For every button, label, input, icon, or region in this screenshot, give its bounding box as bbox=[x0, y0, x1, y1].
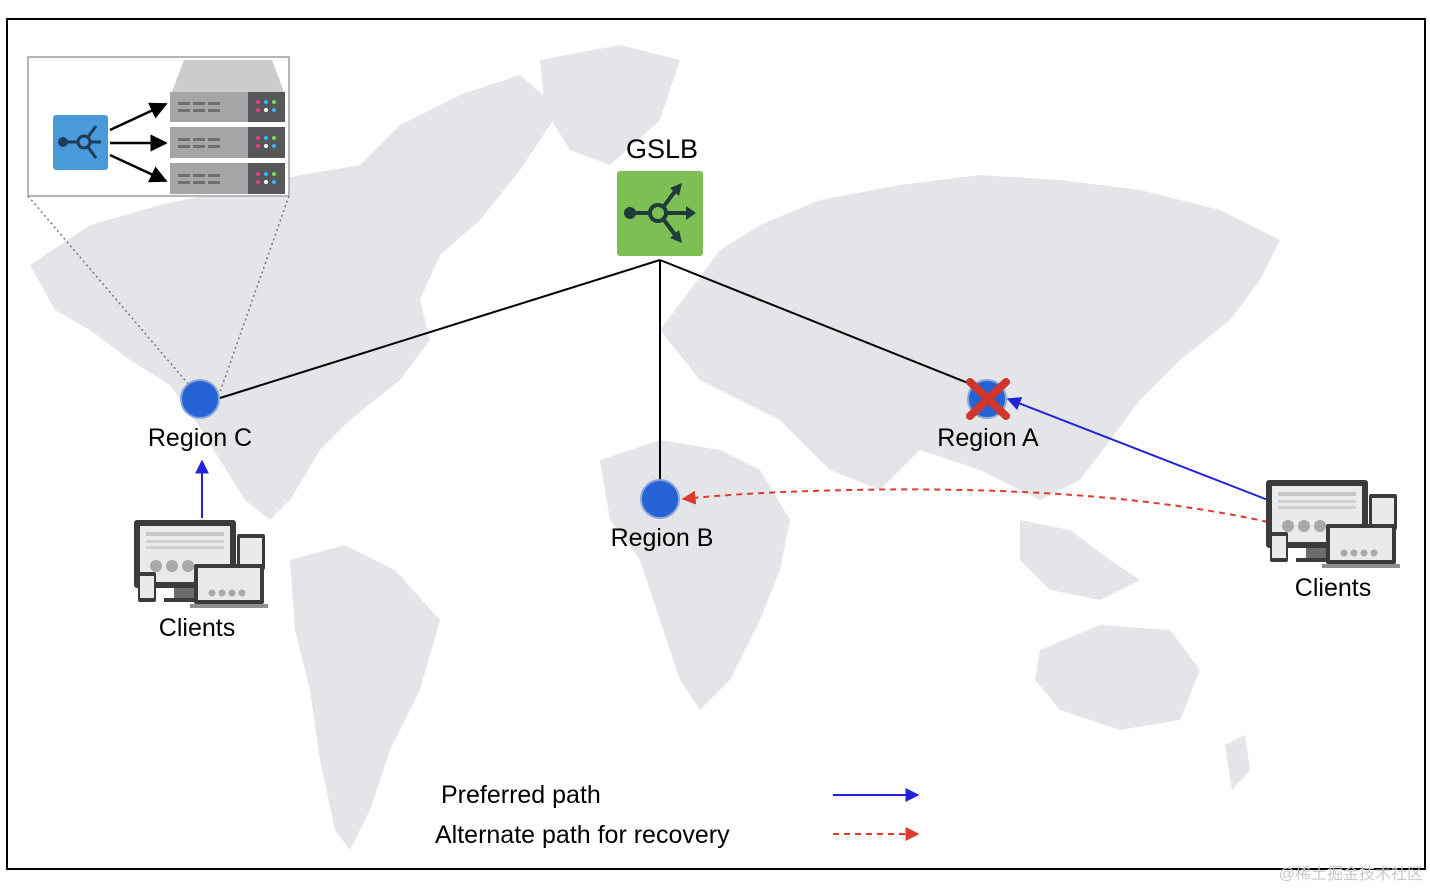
legend: Preferred path Alternate path for recove… bbox=[435, 781, 920, 849]
region-b-node bbox=[640, 479, 680, 519]
europe-asia bbox=[660, 175, 1280, 500]
region-c-node bbox=[180, 379, 220, 419]
region-a-label: Region A bbox=[937, 424, 1039, 452]
new-zealand bbox=[1225, 735, 1250, 790]
legend-alternate-label: Alternate path for recovery bbox=[435, 821, 730, 849]
south-america bbox=[290, 545, 440, 850]
north-america bbox=[30, 75, 560, 520]
right-clients-label: Clients bbox=[1295, 574, 1371, 602]
client-devices-icon bbox=[134, 520, 268, 608]
southeast-asia bbox=[1020, 520, 1140, 600]
gslb-connections bbox=[219, 259, 969, 480]
client-devices-icon bbox=[1266, 480, 1400, 568]
alternate-path-right-clients-to-region-b bbox=[681, 488, 1269, 523]
watermark: @稀土掘金技术社区 bbox=[1279, 865, 1423, 883]
local-load-balancer-icon bbox=[53, 115, 108, 170]
region-detail-inset bbox=[27, 56, 290, 393]
australia bbox=[1035, 625, 1200, 730]
gslb-to-region-c-line bbox=[219, 259, 661, 399]
gslb-to-region-a-line bbox=[659, 259, 969, 384]
gslb-load-balancer-icon bbox=[617, 171, 703, 256]
failure-x-icon bbox=[966, 378, 1010, 420]
left-clients-label: Clients bbox=[159, 614, 235, 642]
preferred-path-right-clients-to-region-a bbox=[1006, 397, 1269, 501]
greenland bbox=[540, 45, 680, 165]
server-rack-icon bbox=[170, 60, 285, 194]
gslb-title: GSLB bbox=[626, 134, 698, 164]
world-map bbox=[30, 45, 1280, 850]
lb-arrow-bottom bbox=[109, 153, 168, 183]
legend-preferred-label: Preferred path bbox=[441, 781, 601, 809]
region-c-label: Region C bbox=[148, 424, 252, 452]
region-b-label: Region B bbox=[611, 524, 714, 552]
lb-arrow-top bbox=[109, 102, 168, 132]
